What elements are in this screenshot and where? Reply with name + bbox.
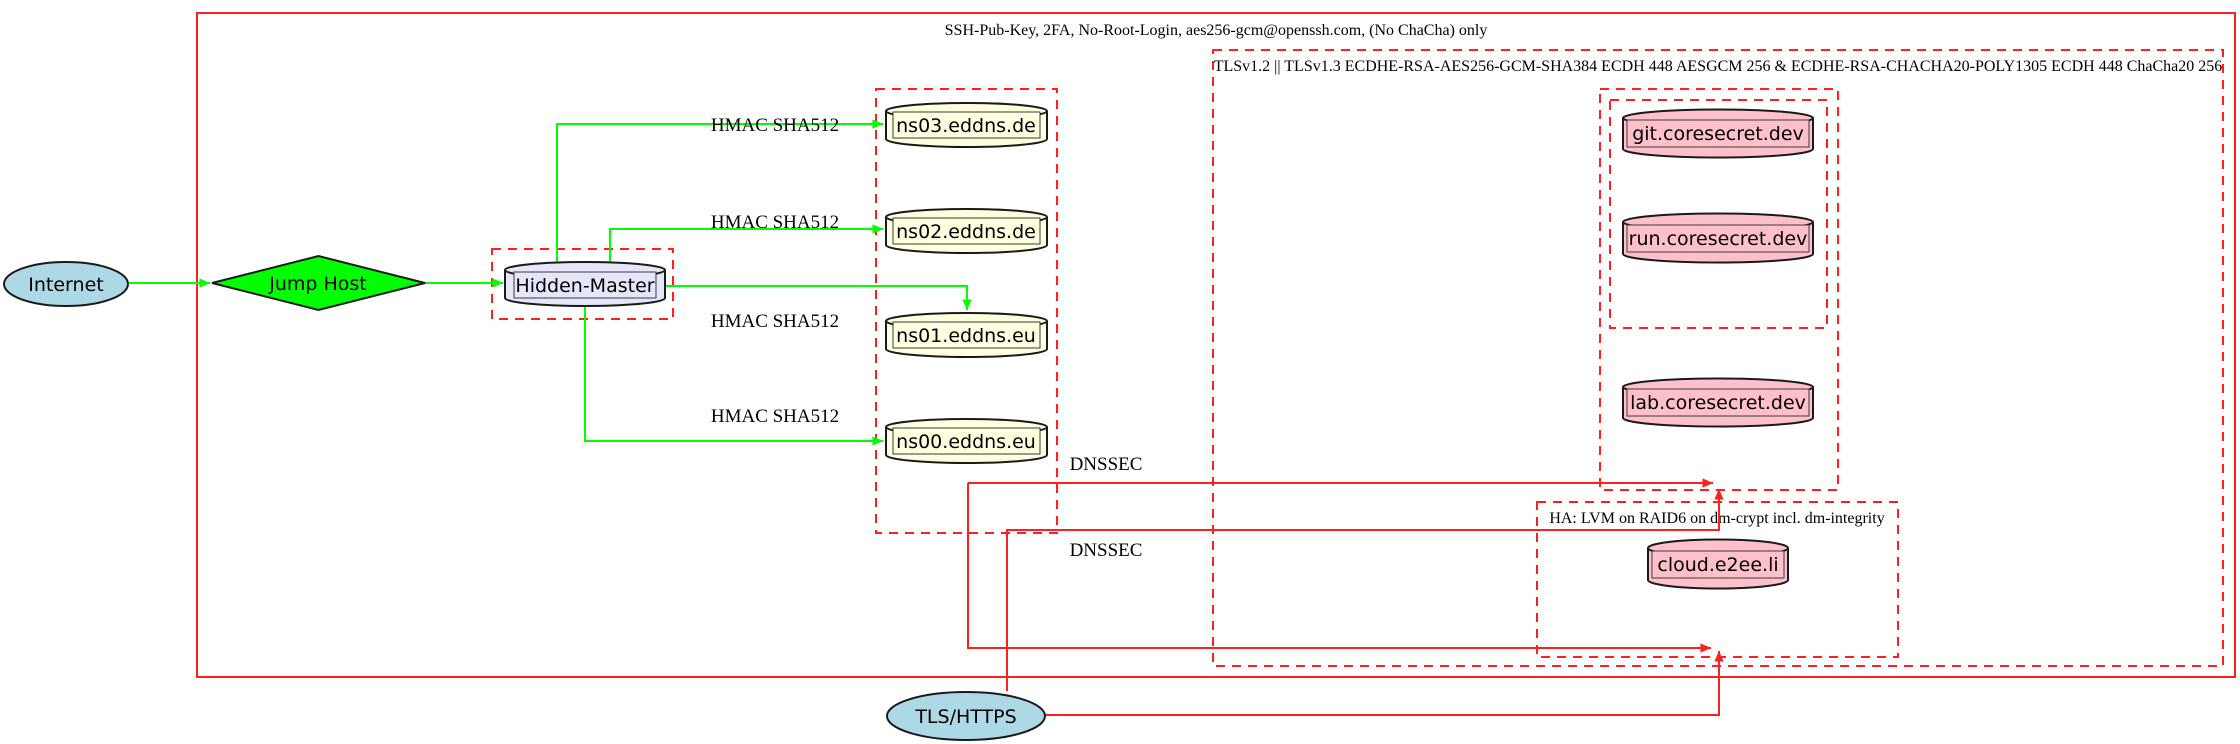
- cluster-label-ha: HA: LVM on RAID6 on dm-crypt incl. dm-in…: [1549, 510, 1884, 527]
- cloud-labelbox: [1651, 550, 1785, 579]
- run-label: run.coresecret.dev: [1629, 228, 1808, 250]
- node-git: git.coresecret.dev: [1622, 108, 1814, 159]
- edge-hm-ns00: [584, 306, 884, 446]
- ns00-labelbox: [892, 427, 1041, 455]
- lab-label: lab.coresecret.dev: [1630, 392, 1806, 414]
- ns02-label: ns02.eddns.de: [896, 221, 1036, 243]
- node-jump-host: Jump Host: [211, 254, 426, 312]
- node-cloud: cloud.e2ee.li: [1647, 538, 1789, 590]
- ns02-labelbox: [892, 217, 1041, 245]
- edge-hm-ns02: [609, 224, 884, 262]
- hidden-master-label: Hidden-Master: [515, 275, 654, 297]
- jump-host-label: Jump Host: [268, 273, 367, 295]
- node-lab: lab.coresecret.dev: [1622, 377, 1814, 428]
- node-ns02: ns02.eddns.de: [885, 208, 1048, 254]
- tls-https-ellipse: [886, 691, 1046, 741]
- edge-label-hmac-1: HMAC SHA512: [711, 115, 839, 136]
- run-labelbox: [1626, 224, 1810, 253]
- edge-label-dnssec-2: DNSSEC: [1070, 540, 1143, 561]
- cluster-label-tls: TLSv1.2 || TLSv1.3 ECDHE-RSA-AES256-GCM-…: [1214, 58, 2223, 75]
- ns03-labelbox: [892, 111, 1041, 139]
- edge-hm-ns01: [665, 285, 972, 311]
- cluster-eddns: [875, 88, 1058, 534]
- edge-hm-ns03: [556, 119, 884, 262]
- internet-label: Internet: [28, 274, 103, 296]
- node-tls-https: TLS/HTTPS: [886, 691, 1046, 741]
- ns03-label: ns03.eddns.de: [896, 115, 1036, 137]
- ns00-label: ns00.eddns.eu: [896, 431, 1036, 453]
- node-ns03: ns03.eddns.de: [885, 102, 1048, 148]
- edge-label-hmac-3: HMAC SHA512: [711, 311, 839, 332]
- cluster-coresecret-inner: [1609, 99, 1828, 329]
- edge-dnssec-to-ha: [967, 483, 1712, 653]
- edge-label-hmac-2: HMAC SHA512: [711, 212, 839, 233]
- node-ns00: ns00.eddns.eu: [885, 418, 1048, 464]
- jump-host-diamond: [211, 254, 426, 312]
- node-internet: Internet: [3, 261, 129, 307]
- internet-ellipse: [3, 261, 129, 307]
- node-run: run.coresecret.dev: [1622, 212, 1814, 264]
- ns01-labelbox: [892, 321, 1041, 349]
- ns01-label: ns01.eddns.eu: [896, 325, 1036, 347]
- git-label: git.coresecret.dev: [1632, 123, 1804, 145]
- cluster-label-ssh: SSH-Pub-Key, 2FA, No-Root-Login, aes256-…: [945, 22, 1488, 39]
- tls-https-label: TLS/HTTPS: [914, 706, 1016, 728]
- git-labelbox: [1626, 119, 1810, 148]
- edge-label-hmac-4: HMAC SHA512: [711, 406, 839, 427]
- edge-label-dnssec-1: DNSSEC: [1070, 454, 1143, 475]
- cloud-label: cloud.e2ee.li: [1657, 554, 1778, 576]
- edge-tls-to-ha: [1045, 650, 1724, 716]
- hidden-master-labelbox: [513, 271, 657, 299]
- lab-labelbox: [1626, 388, 1810, 417]
- cluster-ssh: [196, 12, 2236, 678]
- edge-tls-to-coresecret: [1006, 488, 1724, 691]
- node-ns01: ns01.eddns.eu: [885, 312, 1048, 358]
- node-hidden-master: Hidden-Master: [504, 261, 666, 307]
